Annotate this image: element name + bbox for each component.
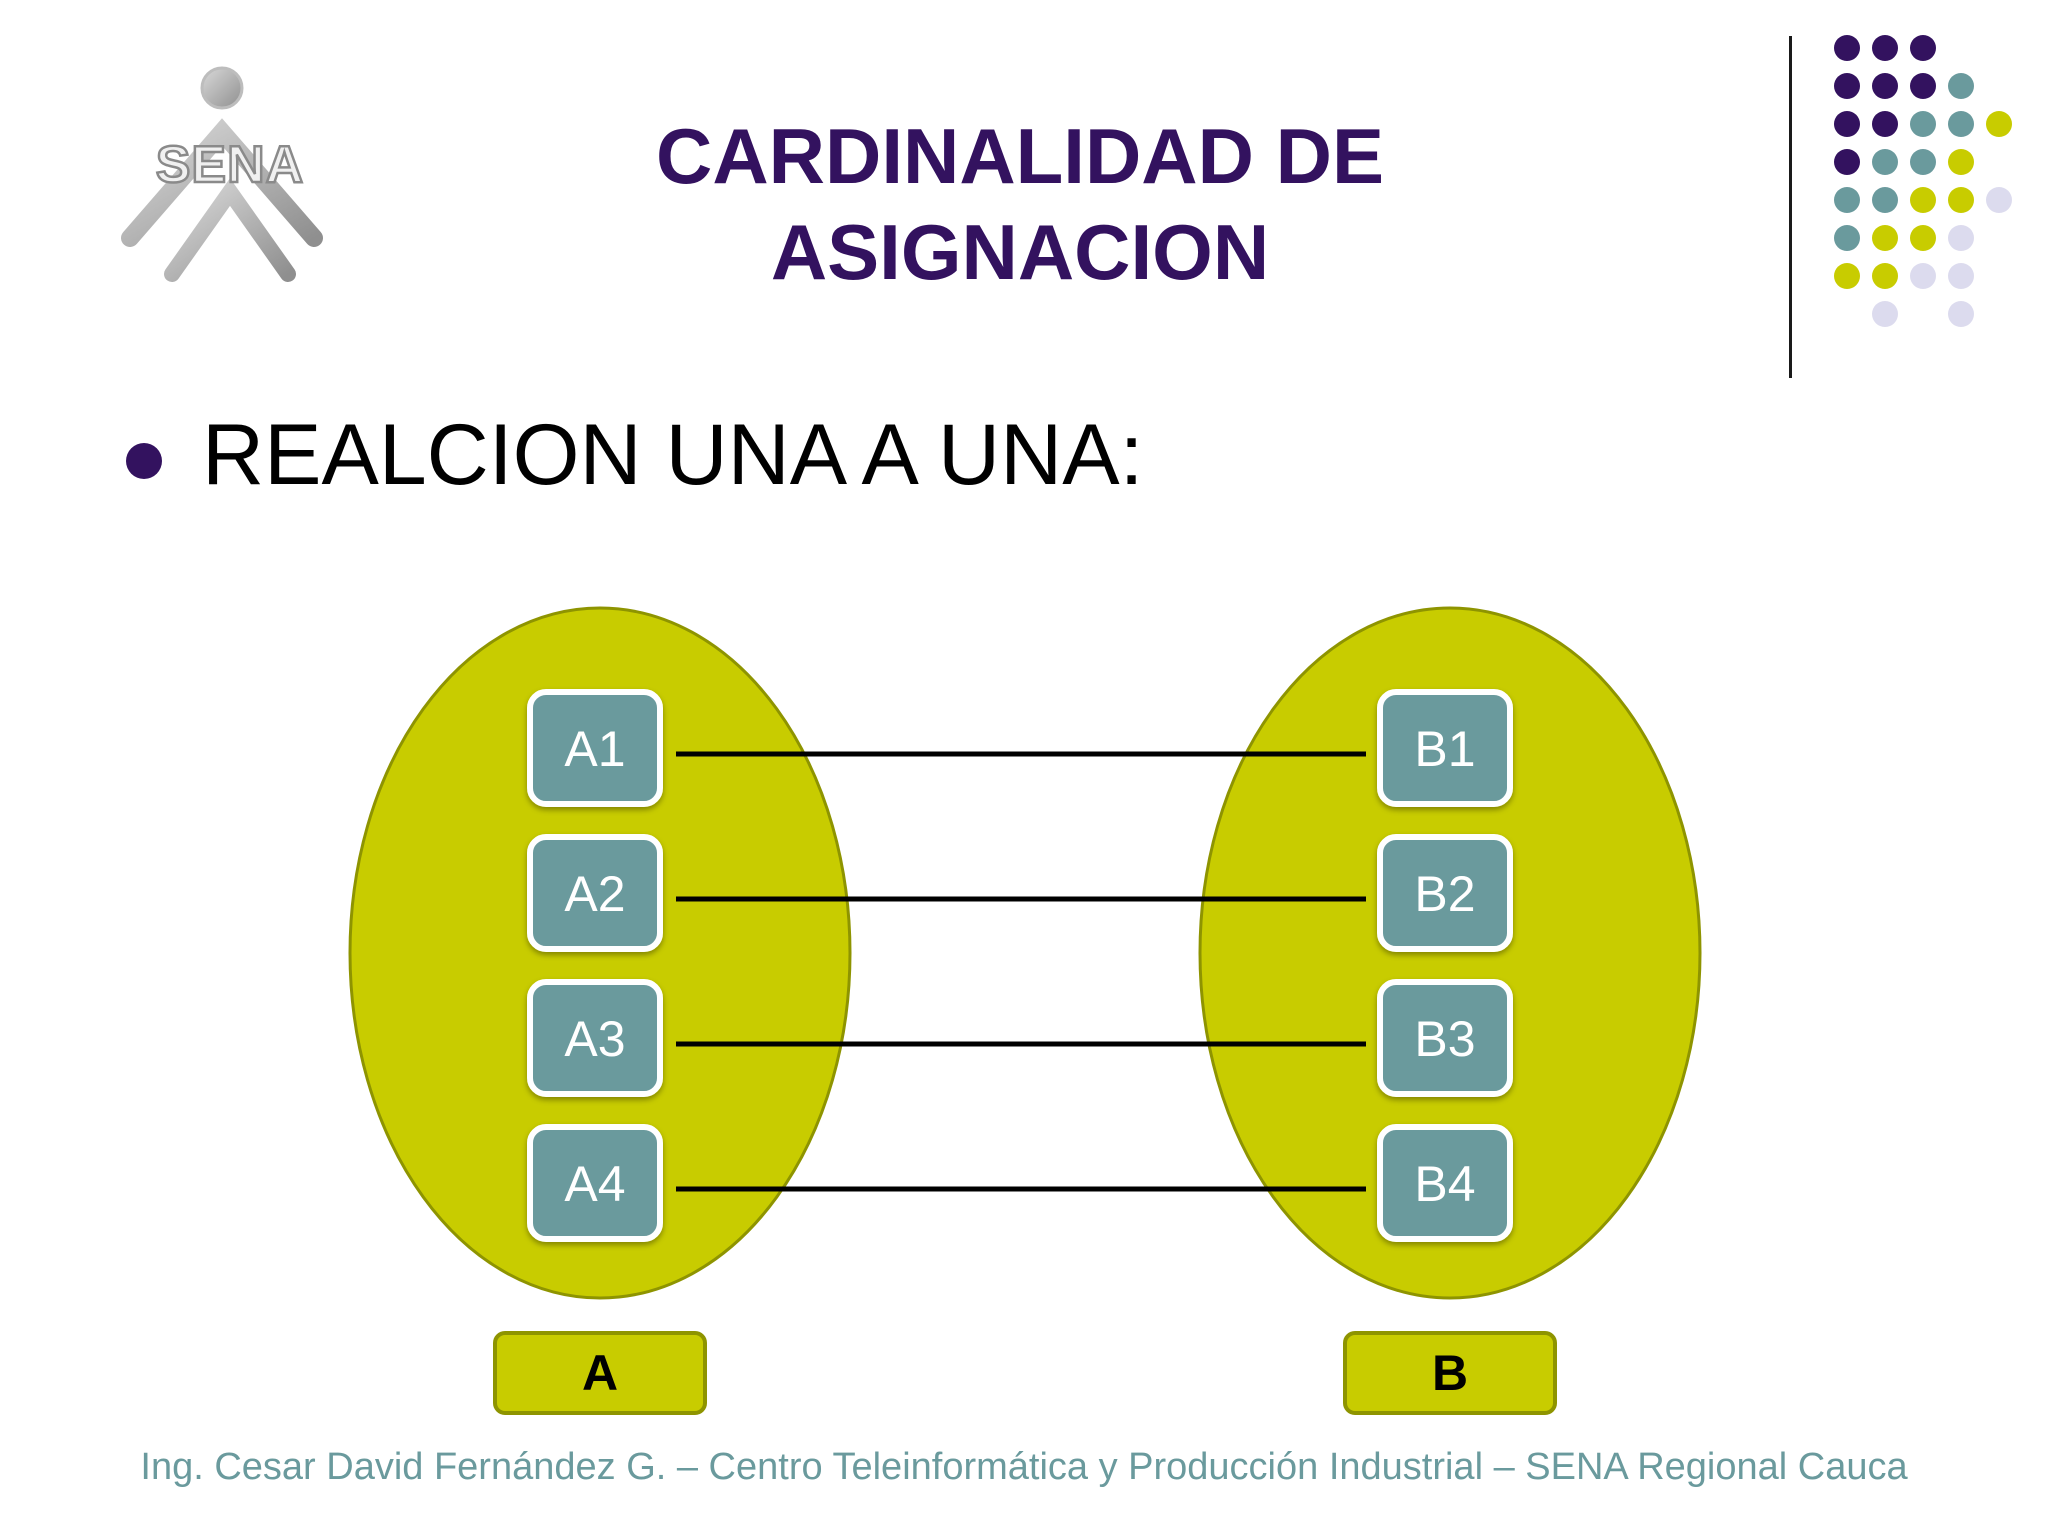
entity-node-b4: B4 <box>1377 1124 1513 1242</box>
decorative-dot <box>1948 187 1974 213</box>
decorative-dot <box>1948 263 1974 289</box>
entity-node-a3: A3 <box>527 979 663 1097</box>
entity-node-box <box>1377 1124 1513 1242</box>
decorative-dot <box>1986 187 2012 213</box>
entity-node-box <box>527 834 663 952</box>
set-label-box <box>493 1331 707 1415</box>
title-line-1: CARDINALIDAD DE <box>656 112 1384 200</box>
decorative-dot <box>1834 35 1860 61</box>
decorative-dot <box>1910 35 1936 61</box>
entity-node-label: B4 <box>1414 1156 1475 1212</box>
bullet-icon <box>126 443 162 479</box>
decorative-dot <box>1948 149 1974 175</box>
logo-text: SENA <box>156 136 304 194</box>
entity-node-label: A1 <box>564 721 625 777</box>
entity-node-a4: A4 <box>527 1124 663 1242</box>
decorative-dot <box>1872 73 1898 99</box>
decorative-dot <box>1910 73 1936 99</box>
entity-node-box <box>527 979 663 1097</box>
sena-logo: SENA <box>121 66 323 282</box>
set-a-label: A <box>493 1331 707 1415</box>
decorative-dot <box>1910 149 1936 175</box>
entity-node-box <box>1377 689 1513 807</box>
bullet-text: REALCION UNA A UNA: <box>202 407 1144 503</box>
set-label-text: B <box>1432 1345 1468 1401</box>
entity-node-a1: A1 <box>527 689 663 807</box>
entity-node-box <box>1377 979 1513 1097</box>
set-label-text: A <box>582 1345 618 1401</box>
decorative-dot-grid <box>1834 35 2012 327</box>
set-a-ellipse <box>348 606 852 1300</box>
decorative-dot <box>1910 263 1936 289</box>
decorative-dot <box>1872 187 1898 213</box>
entity-node-label: B1 <box>1414 721 1475 777</box>
set-b-ellipse <box>1198 606 1702 1300</box>
set-b-label: B <box>1343 1331 1557 1415</box>
decorative-dot <box>1910 225 1936 251</box>
entity-node-a2: A2 <box>527 834 663 952</box>
title-line-2: ASIGNACION <box>770 208 1270 296</box>
decorative-dot <box>1872 225 1898 251</box>
decorative-dot <box>1948 111 1974 137</box>
entity-node-label: A3 <box>564 1011 625 1067</box>
decorative-dot <box>1948 301 1974 327</box>
decorative-dot <box>1834 111 1860 137</box>
footer-credit: Ing. Cesar David Fernández G. – Centro T… <box>140 1446 1908 1488</box>
entity-node-b2: B2 <box>1377 834 1513 952</box>
entity-node-b3: B3 <box>1377 979 1513 1097</box>
entity-node-label: B2 <box>1414 866 1475 922</box>
entity-node-box <box>527 1124 663 1242</box>
entity-node-b1: B1 <box>1377 689 1513 807</box>
decorative-dot <box>1872 111 1898 137</box>
decorative-dot <box>1834 187 1860 213</box>
decorative-dot <box>1872 149 1898 175</box>
decorative-dot <box>1948 225 1974 251</box>
entity-node-box <box>1377 834 1513 952</box>
decorative-dot <box>1872 35 1898 61</box>
slide-title: CARDINALIDAD DE ASIGNACION <box>540 108 1500 300</box>
decorative-dot <box>1910 111 1936 137</box>
decorative-dot <box>1948 73 1974 99</box>
entity-node-label: A4 <box>564 1156 625 1212</box>
entity-node-label: A2 <box>564 866 625 922</box>
entity-node-label: B3 <box>1414 1011 1475 1067</box>
set-label-box <box>1343 1331 1557 1415</box>
decorative-dot <box>1872 301 1898 327</box>
decorative-dot <box>1834 263 1860 289</box>
decorative-dot <box>1986 111 2012 137</box>
decorative-dot <box>1910 187 1936 213</box>
decorative-dot <box>1834 73 1860 99</box>
decorative-dot <box>1834 225 1860 251</box>
divider-line <box>1789 36 1792 378</box>
decorative-dot <box>1834 149 1860 175</box>
entity-node-box <box>527 689 663 807</box>
decorative-dot <box>1872 263 1898 289</box>
